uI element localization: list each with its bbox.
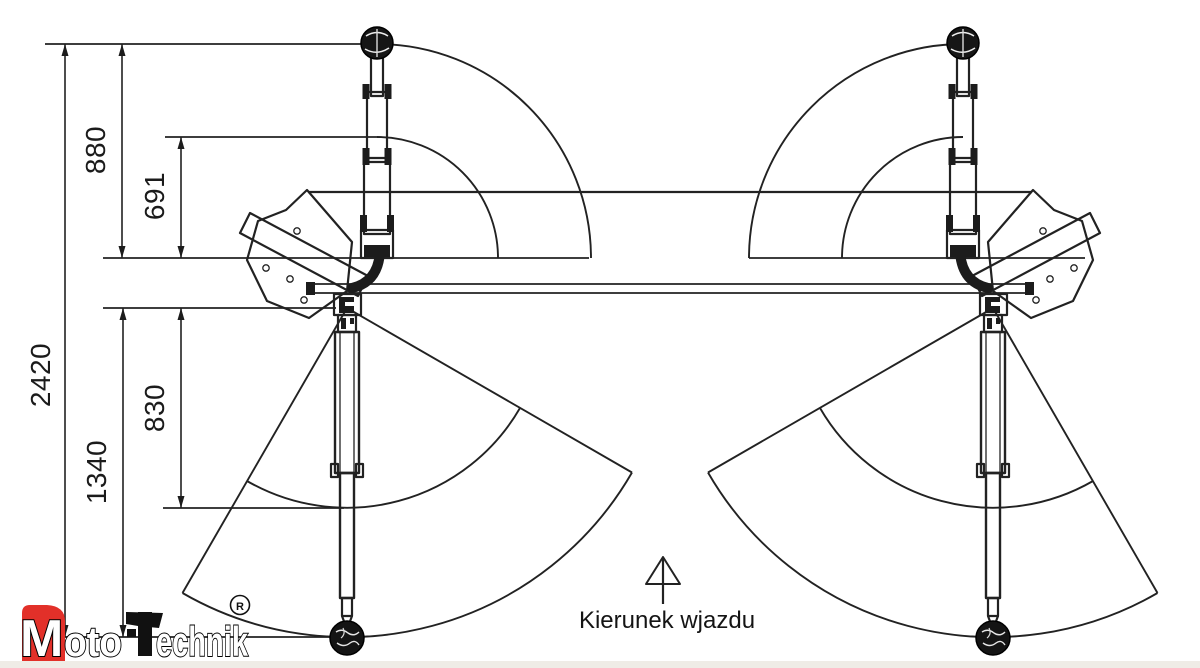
dimension-2420-label: 2420 bbox=[25, 343, 56, 407]
swivel-pad bbox=[975, 620, 1011, 656]
swivel-pad bbox=[329, 620, 365, 656]
bottom-swing-arcs bbox=[181, 307, 1159, 639]
left-top-arm bbox=[347, 26, 395, 293]
logo-text-oto: oto bbox=[64, 618, 122, 665]
swing-arc bbox=[748, 43, 964, 259]
top-swing-arcs bbox=[376, 43, 964, 259]
mototechnik-logo: M oto echnik R bbox=[19, 594, 251, 668]
logo-letter-m: M bbox=[20, 610, 63, 668]
swing-arc bbox=[841, 136, 964, 259]
dimension-880: 880 bbox=[80, 44, 126, 258]
dimension-691: 691 bbox=[139, 137, 185, 258]
swing-arc bbox=[376, 136, 499, 259]
registered-trademark-icon: R bbox=[229, 594, 251, 616]
swing-arc bbox=[246, 407, 521, 509]
left-bottom-arm bbox=[329, 292, 365, 656]
left-carriage-plate bbox=[238, 211, 370, 298]
dimension-830-label: 830 bbox=[139, 384, 170, 432]
registered-letter: R bbox=[236, 601, 244, 613]
swing-arc bbox=[819, 407, 1094, 509]
direction-arrow-head bbox=[645, 556, 681, 585]
swivel-pad bbox=[360, 26, 394, 60]
left-pivot-detail bbox=[339, 297, 354, 313]
dimension-830: 830 bbox=[139, 308, 185, 508]
dimension-1340-label: 1340 bbox=[81, 440, 112, 504]
swivel-pad bbox=[946, 26, 980, 60]
right-pivot-detail bbox=[985, 297, 1000, 313]
right-bottom-arm bbox=[975, 292, 1011, 656]
right-post bbox=[970, 188, 1102, 320]
scan-edge-band bbox=[0, 661, 1200, 668]
logo-red-badge bbox=[22, 605, 66, 667]
swing-arc bbox=[376, 43, 592, 259]
reference-lines bbox=[45, 43, 589, 638]
dimension-691-label: 691 bbox=[139, 172, 170, 220]
dimension-880-label: 880 bbox=[80, 126, 111, 174]
right-arm-elbow bbox=[955, 247, 993, 293]
left-arm-elbow bbox=[347, 247, 385, 293]
dimension-1340: 1340 bbox=[81, 308, 127, 637]
right-carriage-plate bbox=[970, 211, 1102, 298]
swing-arc bbox=[182, 472, 633, 639]
direction-label: Kierunek wjazdu bbox=[579, 607, 755, 634]
right-top-arm bbox=[945, 26, 993, 293]
drive-direction: Kierunek wjazdu bbox=[579, 556, 755, 634]
logo-letter-t bbox=[126, 612, 163, 656]
left-post bbox=[238, 188, 370, 320]
logo-text-echnik: echnik bbox=[156, 618, 248, 665]
dimension-2420: 2420 bbox=[25, 44, 69, 637]
crossbeam bbox=[306, 190, 1085, 295]
swing-arc bbox=[707, 472, 1158, 639]
